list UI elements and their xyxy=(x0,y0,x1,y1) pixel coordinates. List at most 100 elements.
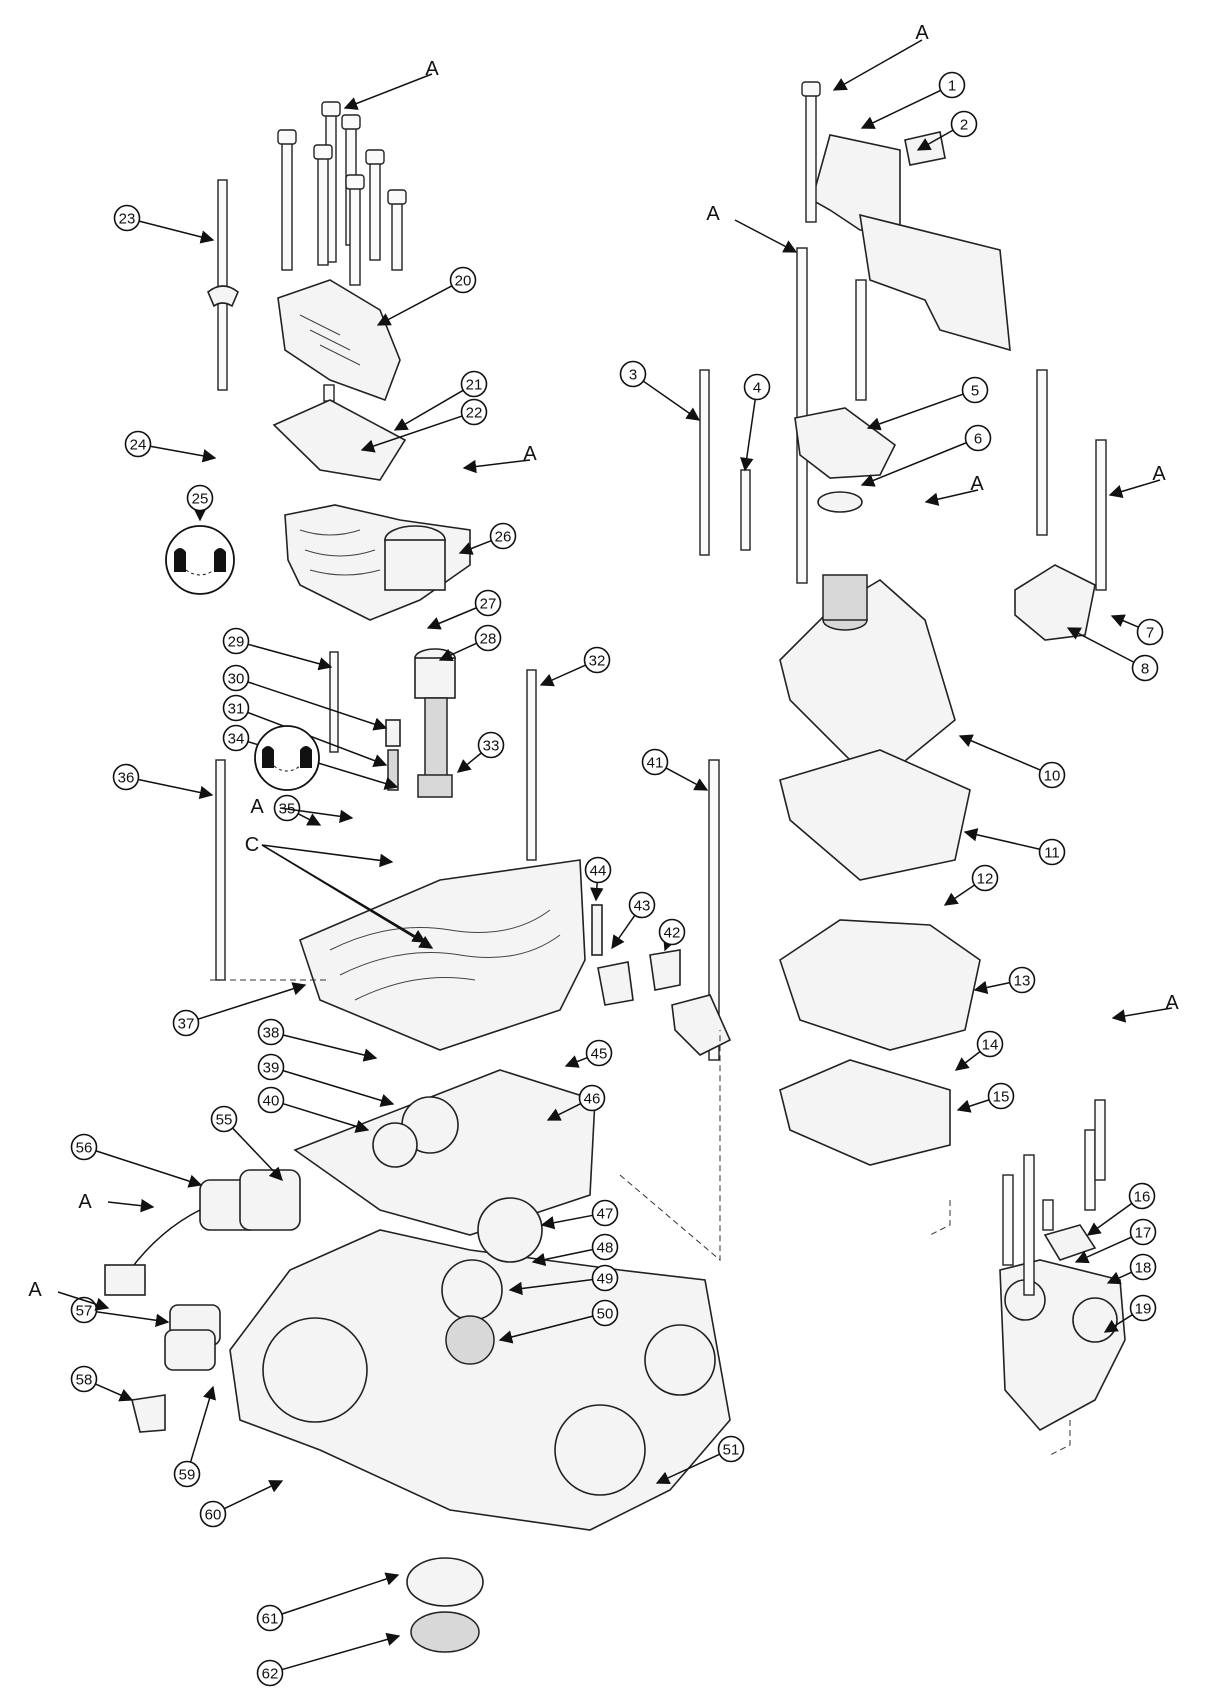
callout-number: 12 xyxy=(977,871,994,888)
leader-line-17 xyxy=(1074,1236,1132,1264)
callout-circle xyxy=(619,360,647,388)
part-49-bearing xyxy=(441,1259,503,1321)
part-37-valve-body xyxy=(299,859,586,1051)
callout-21: 21 xyxy=(460,370,488,398)
callout-number: 15 xyxy=(993,1089,1010,1106)
callout-circle xyxy=(256,1659,284,1687)
callout-62: 62 xyxy=(256,1659,284,1687)
callout-circle xyxy=(1129,1294,1157,1322)
letter-leader-8 xyxy=(57,1291,110,1311)
letter-leader-2 xyxy=(734,219,798,253)
callout-circle xyxy=(124,430,152,458)
letter-label-a: A xyxy=(28,1279,42,1301)
callout-number: 18 xyxy=(1135,1260,1152,1277)
leader-line-11 xyxy=(963,828,1040,850)
callout-number: 47 xyxy=(597,1206,614,1223)
part-3-rod xyxy=(699,369,710,556)
callout-5: 5 xyxy=(961,376,989,404)
leader-line-37 xyxy=(198,982,307,1020)
part-bolt-right-c xyxy=(1036,369,1048,536)
part-56-solenoid xyxy=(104,1169,301,1296)
callout-circle xyxy=(591,1199,619,1227)
part-31-spring xyxy=(387,749,399,791)
callout-1: 1 xyxy=(938,71,966,99)
part-15-plate xyxy=(779,1059,951,1166)
callout-circle xyxy=(489,522,517,550)
part-11-plate xyxy=(779,749,971,881)
callout-number: 24 xyxy=(130,437,147,454)
callout-11: 11 xyxy=(1038,838,1066,866)
part-36-rod xyxy=(215,759,226,981)
leader-line-1 xyxy=(860,89,941,129)
callout-number: 60 xyxy=(205,1507,222,1524)
callout-8: 8 xyxy=(1131,654,1159,682)
letter-label-a: A xyxy=(425,58,439,80)
callout-3: 3 xyxy=(619,360,647,388)
callout-2: 2 xyxy=(950,110,978,138)
part-32-rod xyxy=(526,669,537,861)
leader-line-18 xyxy=(1106,1271,1132,1285)
letter-c-leader-2 xyxy=(261,844,434,949)
callout-50: 50 xyxy=(591,1299,619,1327)
letter-leader-4 xyxy=(924,489,979,506)
callout-4: 4 xyxy=(743,373,771,401)
callout-circle xyxy=(256,1604,284,1632)
leader-line-3 xyxy=(643,380,701,421)
callout-circle xyxy=(474,589,502,617)
leader-line-24 xyxy=(150,445,217,463)
inset-detail-25 xyxy=(165,525,235,595)
callout-circle xyxy=(641,748,669,776)
callout-circle xyxy=(172,1009,200,1037)
callout-circle xyxy=(976,1030,1004,1058)
callout-32: 32 xyxy=(583,646,611,674)
bolt-group-upper-left xyxy=(277,101,407,286)
callout-59: 59 xyxy=(173,1460,201,1488)
callout-13: 13 xyxy=(1008,966,1036,994)
callout-58: 58 xyxy=(70,1365,98,1393)
leader-line-36 xyxy=(138,778,214,800)
leader-line-32 xyxy=(539,664,586,687)
callout-17: 17 xyxy=(1129,1218,1157,1246)
part-8-block xyxy=(1014,564,1096,641)
leader-line-49 xyxy=(508,1278,593,1296)
callout-circle xyxy=(950,110,978,138)
leader-line-10 xyxy=(958,734,1041,771)
leader-line-62 xyxy=(282,1632,401,1671)
callout-circle xyxy=(70,1133,98,1161)
callout-number: 32 xyxy=(589,653,606,670)
callout-34: 34 xyxy=(222,724,250,752)
part-21-plate xyxy=(272,399,407,481)
callout-circle xyxy=(113,204,141,232)
leader-line-40 xyxy=(283,1103,370,1133)
callout-circle xyxy=(971,864,999,892)
leader-line-47 xyxy=(540,1214,593,1230)
callout-circle xyxy=(199,1500,227,1528)
callout-44: 44 xyxy=(584,856,612,884)
callout-circle xyxy=(578,1084,606,1112)
callout-number: 3 xyxy=(629,367,637,384)
callout-circle xyxy=(585,1039,613,1067)
callout-circle xyxy=(584,856,612,884)
callout-circle xyxy=(173,1460,201,1488)
callout-61: 61 xyxy=(256,1604,284,1632)
callout-circle xyxy=(1038,838,1066,866)
part-46-plate xyxy=(293,1069,596,1236)
callout-41: 41 xyxy=(641,748,669,776)
letter-c-leader-0 xyxy=(261,844,394,868)
callout-number: 62 xyxy=(262,1666,279,1683)
letter-label-a: A xyxy=(78,1191,92,1213)
callout-number: 49 xyxy=(597,1271,614,1288)
leader-line-13 xyxy=(973,980,1010,995)
callout-number: 27 xyxy=(480,596,497,613)
callout-number: 28 xyxy=(480,631,497,648)
callout-49: 49 xyxy=(591,1264,619,1292)
callout-57: 57 xyxy=(70,1296,98,1324)
callout-45: 45 xyxy=(585,1039,613,1067)
part-10-body xyxy=(779,574,956,766)
inset-detail-34 xyxy=(254,725,320,791)
letter-label-a: A xyxy=(706,203,720,225)
callout-number: 29 xyxy=(228,634,245,651)
callout-circle xyxy=(70,1365,98,1393)
callout-36: 36 xyxy=(112,763,140,791)
part-bolt-lower-right-c xyxy=(1042,1199,1054,1231)
